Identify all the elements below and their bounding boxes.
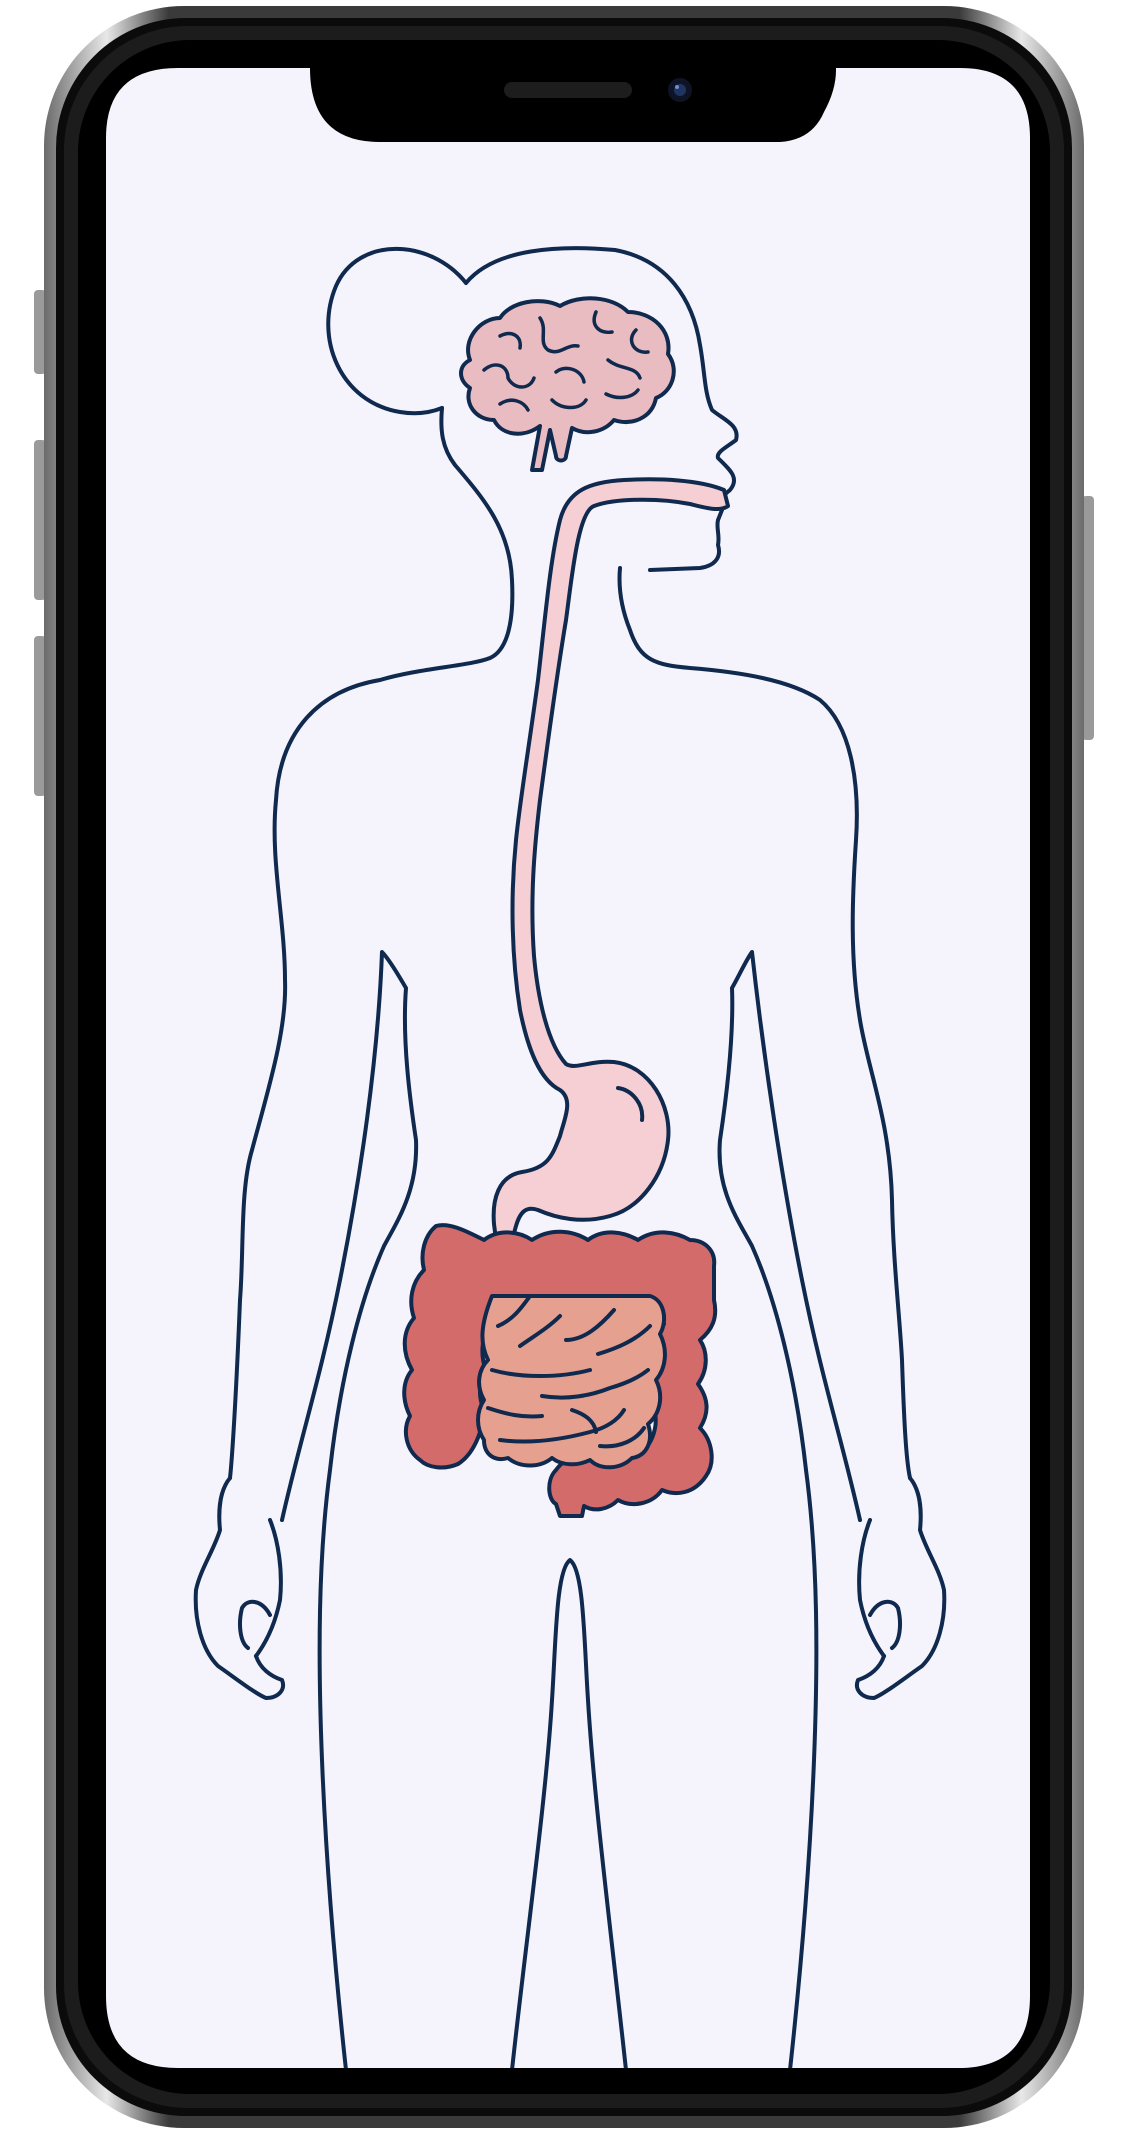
camera-notch <box>306 56 836 142</box>
speaker-grille <box>504 82 632 98</box>
